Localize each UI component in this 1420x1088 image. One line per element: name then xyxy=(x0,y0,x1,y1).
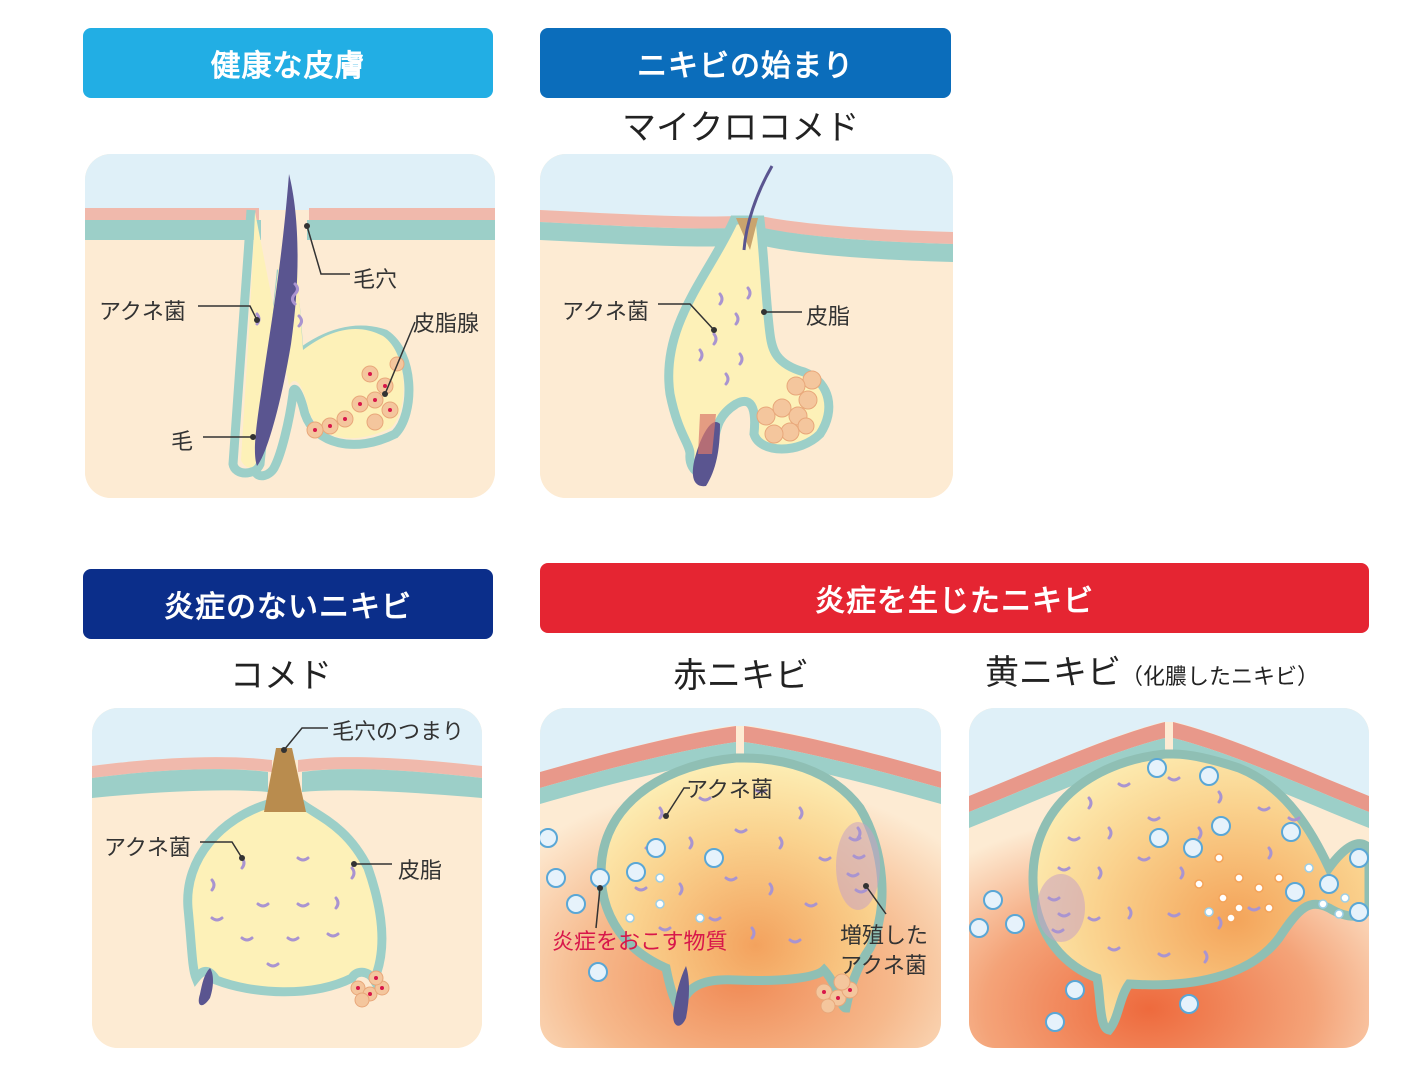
panel-red-acne: アクネ菌 炎症をおこす物質 増殖した アクネ菌 xyxy=(540,708,941,1048)
header-acne-start: ニキビの始まり xyxy=(540,28,951,98)
label-acne-bacteria: アクネ菌 xyxy=(104,836,191,861)
panel-healthy-skin: 毛穴 アクネ菌 皮脂腺 毛 xyxy=(85,154,495,498)
label-sebum: 皮脂 xyxy=(806,305,851,330)
header-noninflamed-acne: 炎症のないニキビ xyxy=(83,569,493,639)
label-hair: 毛 xyxy=(171,430,194,455)
yellow-acne-illustration xyxy=(969,708,1369,1048)
label-multiplied-bacteria-line1: 増殖した xyxy=(840,924,929,949)
panel-yellow-acne xyxy=(969,708,1369,1048)
comedo-illustration xyxy=(92,708,482,1048)
microcomedo-illustration xyxy=(540,154,953,498)
subtitle-red-acne: 赤ニキビ xyxy=(673,656,809,696)
label-pore: 毛穴 xyxy=(353,268,398,293)
red-acne-illustration xyxy=(540,708,941,1048)
label-acne-bacteria: アクネ菌 xyxy=(686,778,773,803)
label-acne-bacteria: アクネ菌 xyxy=(562,300,649,325)
label-sebum: 皮脂 xyxy=(398,859,443,884)
subtitle-yellow-acne: 黄ニキビ（化膿したニキビ） xyxy=(985,645,1319,694)
header-inflamed-acne: 炎症を生じたニキビ xyxy=(540,563,1369,633)
label-multiplied-bacteria-line2: アクネ菌 xyxy=(840,954,927,979)
label-pore-clog: 毛穴のつまり xyxy=(332,720,465,745)
healthy-skin-illustration xyxy=(85,154,495,498)
subtitle-yellow-acne-note: （化膿したニキビ） xyxy=(1121,665,1320,690)
subtitle-microcomedo: マイクロコメド xyxy=(622,108,860,148)
label-acne-bacteria: アクネ菌 xyxy=(99,300,186,325)
label-sebaceous-gland: 皮脂腺 xyxy=(413,312,480,337)
header-healthy-skin: 健康な皮膚 xyxy=(83,28,493,98)
subtitle-comedo: コメド xyxy=(230,656,332,696)
subtitle-yellow-acne-main: 黄ニキビ xyxy=(985,653,1121,693)
panel-microcomedo: アクネ菌 皮脂 xyxy=(540,154,953,498)
label-inflammatory-substance: 炎症をおこす物質 xyxy=(552,930,728,955)
panel-comedo: 毛穴のつまり アクネ菌 皮脂 xyxy=(92,708,482,1048)
